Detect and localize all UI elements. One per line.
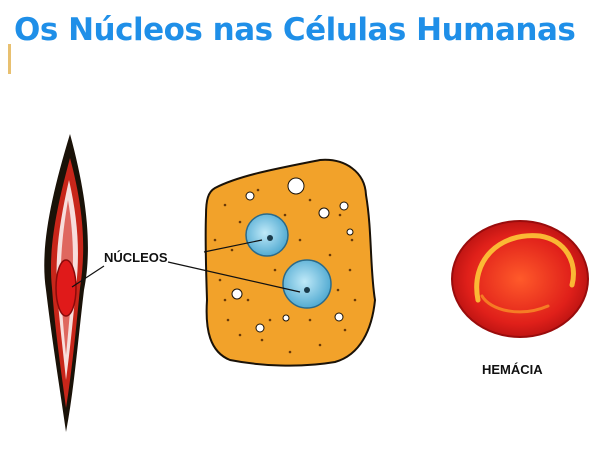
- vacuole: [232, 289, 242, 299]
- vacuole: [256, 324, 264, 332]
- vacuole: [335, 313, 343, 321]
- vacuole: [288, 178, 304, 194]
- muscle-nucleus: [56, 260, 76, 316]
- muscle-cell: [44, 134, 88, 432]
- cell-nucleus-lower: [283, 260, 331, 308]
- cell-nucleus-upper: [246, 214, 288, 256]
- vacuole: [246, 192, 254, 200]
- vacuole: [340, 202, 348, 210]
- nucleos-label: NÚCLEOS: [104, 250, 168, 265]
- hemacia-label: HEMÁCIA: [482, 362, 543, 377]
- vacuole: [283, 315, 289, 321]
- vacuole: [347, 229, 353, 235]
- red-blood-cell: [452, 221, 588, 337]
- vacuole: [319, 208, 329, 218]
- irregular-cell: [206, 160, 375, 366]
